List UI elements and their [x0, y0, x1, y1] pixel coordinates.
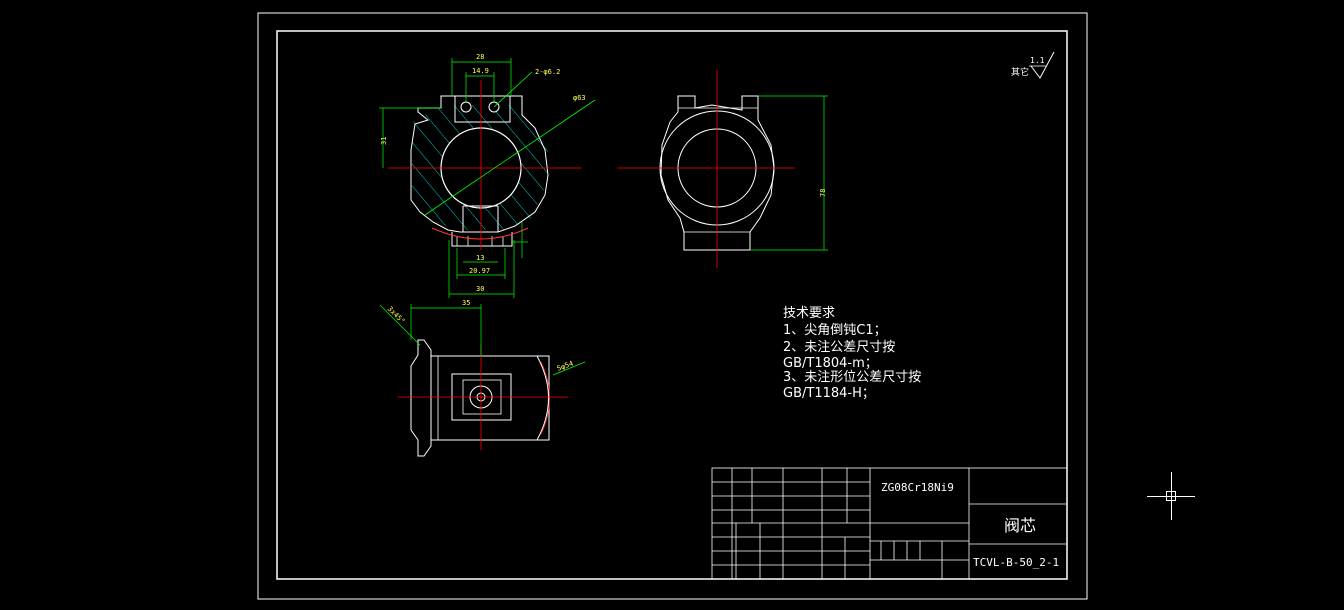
- top-boss: [454, 96, 511, 123]
- top-body-rect: [430, 355, 550, 441]
- title-block-material: ZG08Cr18Ni9: [881, 481, 954, 494]
- dim-20-97-text: 20.97: [469, 267, 490, 275]
- dim-35-text: 35: [462, 299, 470, 307]
- dim-3x45-leader: [379, 304, 421, 346]
- phi63-leader: [424, 99, 596, 216]
- sheet-outer-border: [257, 12, 1088, 600]
- roughness-value: 1.1: [1030, 56, 1045, 65]
- bottom-flange: [451, 232, 513, 247]
- tech-requirement-line-4: 3、未注形位公差尺寸按: [783, 370, 922, 385]
- dim-14-9-text: 14.9: [472, 67, 489, 75]
- title-block-part-name: 阀芯: [1004, 516, 1037, 535]
- crosshair-cursor-icon[interactable]: [1147, 472, 1195, 520]
- bottom-stub: [462, 205, 499, 232]
- front-section-view[interactable]: 28 14.9 2-φ6.2 φ63 31 13 20.97 30: [379, 53, 596, 298]
- top-view[interactable]: 35 3x45° Sφ54: [379, 299, 586, 457]
- roughness-symbol: 1.1 其它: [1011, 51, 1055, 79]
- title-block: [711, 467, 1068, 580]
- dim-sr54-leader: [552, 361, 586, 376]
- tech-requirement-line-2: 2、未注公差尺寸按: [783, 340, 896, 355]
- bottom-thread: [456, 236, 504, 246]
- dim-30-text: 30: [476, 285, 484, 293]
- roughness-check-icon: [1030, 51, 1055, 79]
- dim-phi63-text: φ63: [573, 94, 586, 102]
- tech-requirement-line-1: 1、尖角倒钝C1；: [783, 323, 887, 338]
- front-body-outline: [410, 95, 549, 233]
- dim-3x45-text: 3x45°: [386, 305, 407, 326]
- small-hole-left: [460, 101, 472, 113]
- tech-requirement-line-3: GB/T1804-m；: [783, 356, 878, 371]
- dim-78-text: 78: [819, 189, 827, 197]
- holes-leader: [493, 71, 533, 108]
- top-body-arc-red: [540, 361, 550, 435]
- top-body-arc: [536, 355, 549, 441]
- roughness-label: 其它: [1011, 66, 1029, 78]
- dim-31-text: 31: [380, 137, 388, 145]
- dim-sr54-text: Sφ54: [556, 360, 575, 373]
- dim-13-text: 13: [476, 254, 484, 262]
- dim-28-text: 28: [476, 53, 484, 61]
- dim-holes-text: 2-φ6.2: [535, 68, 560, 76]
- title-block-drawing-number: TCVL-B-50_2-1: [973, 556, 1060, 569]
- side-view[interactable]: 78: [617, 70, 828, 268]
- bottom-arc-red: [431, 227, 529, 240]
- tech-requirements-title: 技术要求: [783, 306, 836, 321]
- sheet-inner-border: [276, 30, 1068, 580]
- flange-outline: [410, 339, 432, 457]
- tech-requirement-line-5: GB/T1184-H；: [783, 386, 875, 401]
